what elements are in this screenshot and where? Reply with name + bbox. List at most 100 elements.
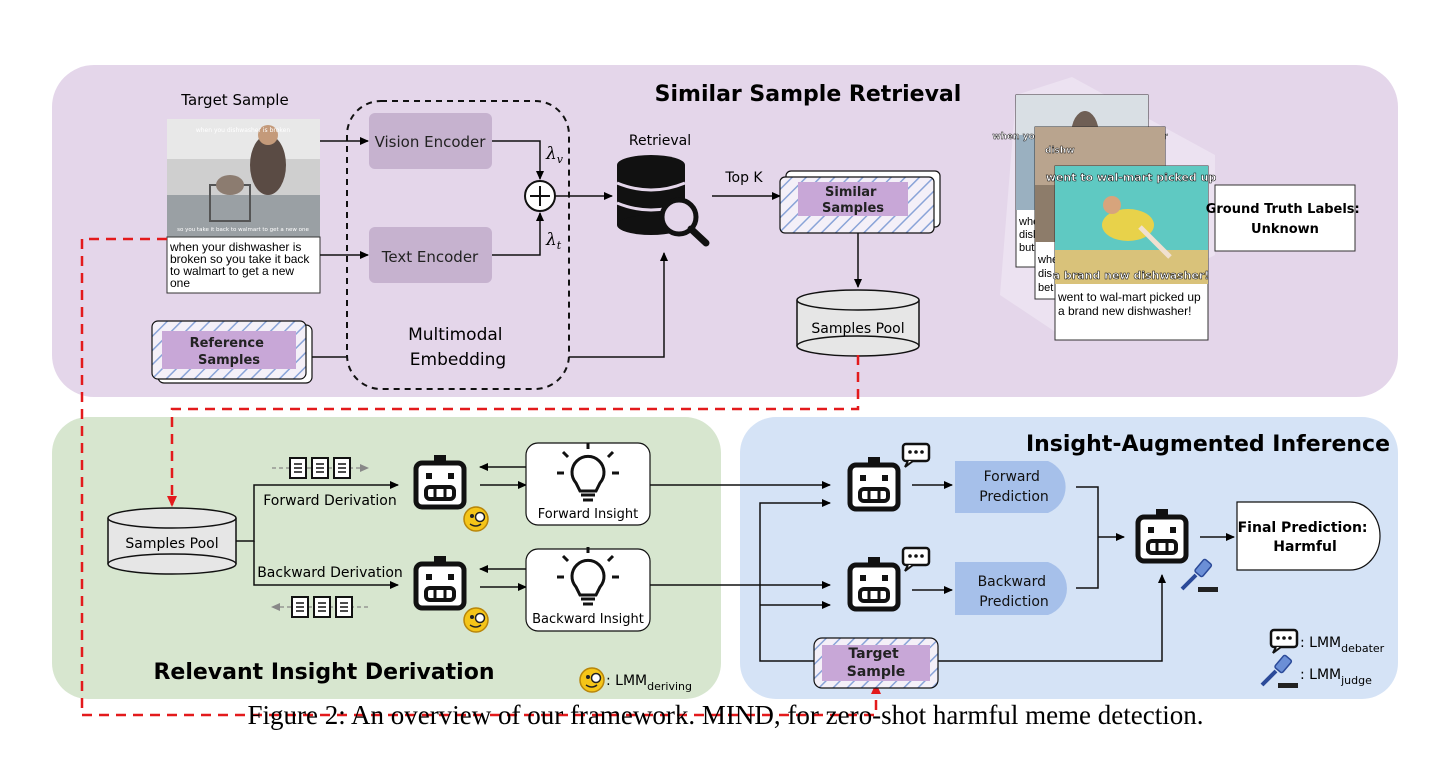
database-search-icon bbox=[616, 155, 710, 247]
top-samples-pool-cylinder bbox=[796, 289, 920, 357]
caption-mid: N bbox=[734, 700, 755, 730]
backward-prediction-line: Prediction bbox=[979, 594, 1049, 610]
target-meme-caption-line: when your dishwasher is bbox=[169, 240, 301, 254]
inference-target-sample-line: Sample bbox=[847, 664, 905, 680]
multimodal-embedding-line: Multimodal bbox=[408, 325, 502, 345]
vision-encoder-label: Vision Encoder bbox=[375, 133, 487, 151]
retrieved-meme-2-caption-line: bet bbox=[1038, 282, 1053, 294]
target-meme-bottom-text: so you take it back to walmart to get a … bbox=[177, 227, 309, 233]
target-sample-label: Target Sample bbox=[180, 91, 288, 109]
retrieved-meme-3-bottom-text: a brand new dishwasher! bbox=[1053, 269, 1210, 282]
retrieved-meme-3-caption: went to wal-mart picked up a brand new d… bbox=[1057, 290, 1204, 318]
retrieved-meme-3-caption-line: went to wal-mart picked up bbox=[1057, 290, 1201, 304]
forward-prediction-label: Forward Prediction bbox=[979, 469, 1049, 505]
lambda-v-label: λv bbox=[545, 144, 564, 166]
final-prediction-line: Final Prediction: bbox=[1238, 520, 1368, 536]
ground-truth-line: Ground Truth Labels: bbox=[1206, 202, 1360, 217]
target-meme-caption-line: one bbox=[170, 276, 190, 290]
top-k-label: Top K bbox=[724, 170, 763, 186]
retrieved-meme-3: went to wal-mart picked up a brand new d… bbox=[1045, 165, 1217, 341]
insight-augmented-inference-panel bbox=[740, 417, 1398, 699]
lambda-t-label: λt bbox=[545, 230, 562, 252]
forward-debater-robot-icon bbox=[850, 457, 898, 509]
vision-encoder-box bbox=[369, 113, 492, 169]
retrieved-meme-1-caption: whe dish but bbox=[1018, 216, 1042, 254]
caption-prefix: Figure 2: An overview of our framework. … bbox=[247, 700, 726, 730]
retrieved-meme-3-caption-line: a brand new dishwasher! bbox=[1058, 304, 1191, 318]
legend-deriving-label: : LMMderiving bbox=[606, 673, 692, 693]
backward-prediction-line: Backward bbox=[978, 574, 1046, 590]
text-to-fusion-arrow bbox=[492, 212, 544, 256]
vision-to-fusion-arrow bbox=[492, 140, 544, 180]
legend-judge-label: : LMMjudge bbox=[1300, 667, 1372, 687]
pool-to-derivation-dashed-arrow bbox=[167, 355, 860, 507]
similar-samples-stack bbox=[779, 170, 941, 234]
target-meme-caption-line: broken so you take it back bbox=[170, 252, 310, 266]
backward-deriving-emoji-icon bbox=[463, 607, 489, 633]
retrieved-meme-2-caption: whe dis bet bbox=[1037, 254, 1061, 294]
backward-documents-icon bbox=[291, 596, 353, 618]
judge-robot-icon bbox=[1138, 509, 1186, 561]
target-meme-image: when you dishwasher is broken so you tak… bbox=[167, 119, 320, 237]
retrieved-meme-2-caption-line: whe bbox=[1037, 254, 1058, 266]
backward-robot-icon bbox=[416, 556, 464, 608]
inference-target-sample-label: Target Sample bbox=[847, 646, 905, 680]
reference-samples-label: Reference Samples bbox=[190, 336, 269, 368]
forward-prediction-box bbox=[955, 461, 1066, 513]
similar-samples-line: Similar bbox=[825, 185, 877, 200]
ground-truth-box bbox=[1214, 184, 1356, 252]
embedding-to-retrieval-arrow bbox=[569, 252, 668, 358]
reference-samples-line: Samples bbox=[198, 353, 260, 368]
forward-deriving-emoji-icon bbox=[463, 506, 489, 532]
left-samples-pool-label: Samples Pool bbox=[125, 536, 218, 552]
similar-samples-label: Similar Samples bbox=[822, 185, 884, 216]
inference-target-sample-line: Target bbox=[848, 646, 899, 662]
legend-debater-label: : LMMdebater bbox=[1300, 635, 1385, 655]
target-meme-caption-line: to walmart to get a new bbox=[170, 264, 294, 278]
forward-prediction-to-judge-line bbox=[1076, 486, 1099, 537]
backward-prediction-label: Backward Prediction bbox=[978, 574, 1051, 610]
target-meme-caption: when your dishwasher is broken so you ta… bbox=[169, 240, 313, 290]
backward-insight-label: Backward Insight bbox=[532, 612, 644, 627]
text-encoder-label: Text Encoder bbox=[381, 248, 479, 266]
similar-sample-retrieval-title: Similar Sample Retrieval bbox=[655, 82, 962, 107]
forward-documents-icon bbox=[289, 457, 351, 479]
backward-debater-robot-icon bbox=[850, 557, 898, 609]
pool-to-backward-robot-arrow bbox=[253, 541, 399, 589]
legend-deriving-emoji-icon bbox=[579, 667, 605, 693]
retrieved-meme-1-caption-line: dish bbox=[1019, 229, 1039, 241]
target-meme-caption-box bbox=[166, 236, 321, 294]
caption-suffix: D, for zero-shot harmful meme detection. bbox=[754, 700, 1204, 730]
left-samples-pool-cylinder bbox=[107, 507, 237, 575]
multimodal-embedding-line: Embedding bbox=[410, 350, 506, 370]
top-samples-pool-label: Samples Pool bbox=[811, 321, 904, 337]
forward-prediction-line: Prediction bbox=[979, 489, 1049, 505]
final-prediction-box bbox=[1236, 501, 1381, 571]
target-to-judge-arrow bbox=[938, 574, 1166, 662]
retrieved-meme-2-caption-line: dis bbox=[1038, 268, 1053, 280]
final-prediction-label: Final Prediction: Harmful bbox=[1238, 520, 1373, 555]
ground-truth-line: Unknown bbox=[1251, 222, 1319, 237]
inference-target-sample-stack bbox=[813, 637, 939, 689]
text-encoder-box bbox=[369, 227, 492, 283]
pool-to-forward-robot-arrow bbox=[236, 481, 399, 542]
forward-insight-label: Forward Insight bbox=[538, 507, 638, 522]
backward-prediction-box bbox=[955, 562, 1067, 615]
backward-derivation-label: Backward Derivation bbox=[257, 565, 403, 581]
fusion-plus-icon bbox=[524, 180, 556, 212]
forward-derivation-label: Forward Derivation bbox=[263, 493, 396, 509]
multimodal-embedding-group bbox=[346, 100, 570, 390]
forward-robot-icon bbox=[416, 455, 464, 507]
target-to-inference-dashed-arrow bbox=[80, 237, 881, 717]
target-feed-line bbox=[759, 499, 831, 662]
reference-samples-line: Reference bbox=[190, 336, 264, 351]
relevant-insight-derivation-title: Relevant Insight Derivation bbox=[153, 660, 494, 685]
retrieval-label: Retrieval bbox=[629, 133, 691, 149]
retrieved-meme-1-caption-line: but bbox=[1019, 242, 1034, 254]
forward-prediction-line: Forward bbox=[984, 469, 1040, 485]
ground-truth-label: Ground Truth Labels: Unknown bbox=[1206, 202, 1365, 237]
figure-caption: Figure 2: An overview of our framework. … bbox=[0, 700, 1451, 731]
retrieved-meme-2-top-text: dishw bbox=[1045, 146, 1075, 156]
retrieved-meme-1-caption-line: whe bbox=[1018, 216, 1039, 228]
